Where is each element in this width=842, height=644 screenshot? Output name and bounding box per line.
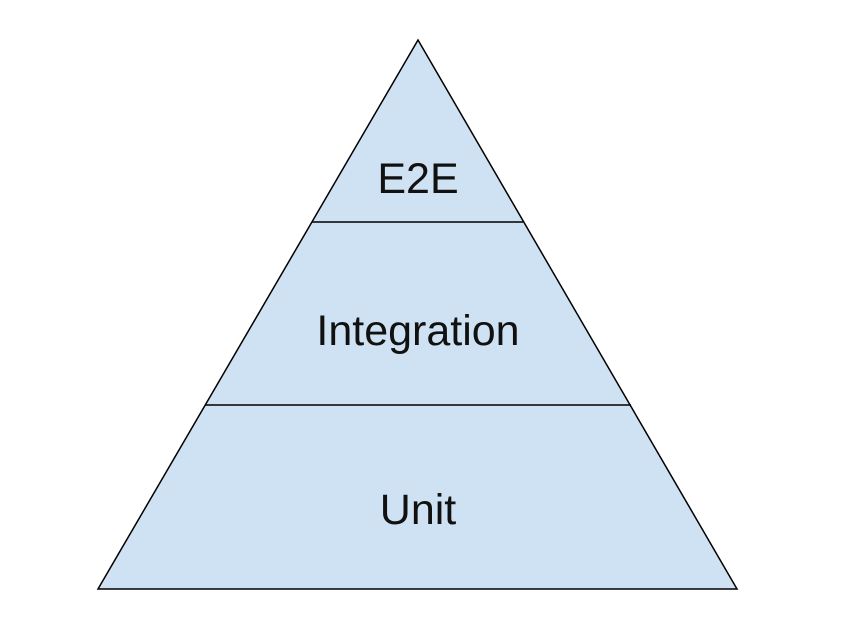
tier-label-integration: Integration bbox=[316, 307, 519, 355]
tier-label-unit: Unit bbox=[380, 486, 457, 534]
pyramid-triangle bbox=[96, 38, 739, 590]
tier-label-e2e: E2E bbox=[377, 155, 458, 203]
